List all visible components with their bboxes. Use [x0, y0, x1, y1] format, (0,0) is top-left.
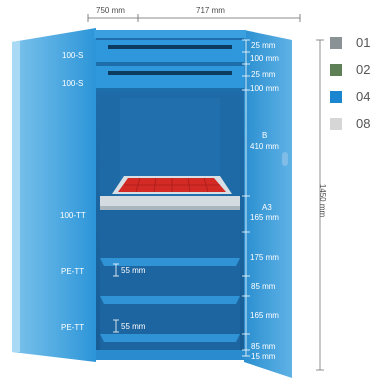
drawer-2 — [96, 66, 244, 90]
shelf-2-gap-label: 55 mm — [121, 322, 146, 331]
blue-swatch-icon — [330, 91, 342, 103]
width-label: 717 mm — [196, 6, 225, 15]
tray-label: 100-TT — [60, 211, 86, 220]
section-b-label: B — [262, 131, 268, 140]
door-handle — [282, 152, 288, 166]
height-label: 1450 mm — [318, 183, 328, 218]
right-door — [244, 30, 292, 378]
measure-165mm-1: 165 mm — [250, 213, 279, 222]
measure-165mm-2: 165 mm — [250, 311, 279, 320]
bottom-shelf — [100, 334, 240, 342]
drawer-1 — [96, 40, 244, 64]
top-dimension-lines — [87, 14, 301, 22]
depth-label: 750 mm — [96, 6, 125, 15]
measure-85mm-2: 85 mm — [251, 342, 276, 351]
measure-85mm-1: 85 mm — [251, 282, 276, 291]
shelf-1 — [100, 258, 240, 266]
color-code-02: 02 — [356, 62, 371, 77]
shelf-2-label: PE-TT — [61, 323, 85, 332]
left-door — [12, 28, 96, 362]
color-code-08: 08 — [356, 116, 371, 131]
section-a3-label: A3 — [262, 203, 272, 212]
color-code-01: 01 — [356, 35, 371, 50]
color-code-04: 04 — [356, 89, 371, 104]
measure-15mm: 15 mm — [251, 352, 276, 361]
grey-swatch-icon — [330, 37, 342, 49]
measure-100mm-2: 100 mm — [250, 84, 279, 93]
shelf-1-gap-label: 55 mm — [121, 266, 146, 275]
height-dimension-line — [316, 39, 324, 371]
shelf-1-label: PE-TT — [61, 267, 85, 276]
measure-25mm-1: 25 mm — [251, 41, 276, 50]
drawer-2-label: 100-S — [62, 79, 84, 88]
tray-with-bins — [100, 176, 240, 210]
measure-175mm: 175 mm — [250, 253, 279, 262]
measure-25mm-2: 25 mm — [251, 70, 276, 79]
right-measurement-line — [242, 39, 250, 357]
green-swatch-icon — [330, 64, 342, 76]
measure-410mm: 410 mm — [250, 142, 279, 151]
shelf-gap-markers — [113, 263, 119, 333]
light-grey-swatch-icon — [330, 118, 342, 130]
shelf-2 — [100, 296, 240, 304]
cabinet-base — [96, 350, 244, 360]
drawer-1-label: 100-S — [62, 51, 84, 60]
measure-100mm-1: 100 mm — [250, 54, 279, 63]
